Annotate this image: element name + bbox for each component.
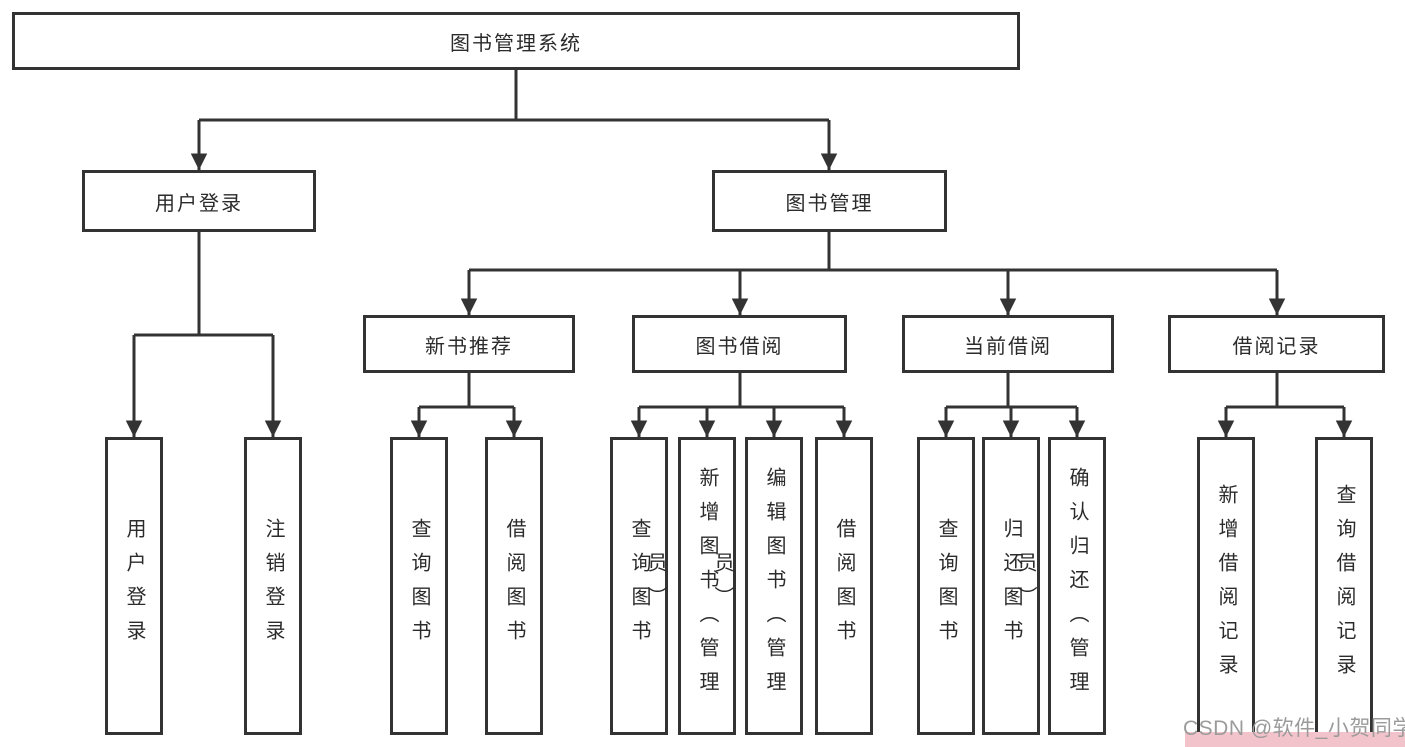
leaf-borrow-books: 借阅图书 bbox=[815, 437, 873, 735]
node-label: 图书管理 bbox=[785, 192, 874, 215]
watermark: CSDN @软件_小贺同学 bbox=[1183, 717, 1405, 740]
leaf-add-borrow-record: 新增借阅记录 bbox=[1197, 437, 1255, 735]
node-current-borrow: 当前借阅 bbox=[902, 315, 1114, 373]
leaf-query-borrow-record: 查询借阅记录 bbox=[1315, 437, 1373, 735]
watermark-background bbox=[1185, 732, 1405, 747]
node-new-book-recommend: 新书推荐 bbox=[363, 315, 575, 373]
node-label: 图书借阅 bbox=[695, 335, 784, 358]
connector-arrows bbox=[125, 70, 1353, 437]
node-label: 新书推荐 bbox=[425, 335, 513, 358]
node-label: 注销登录 bbox=[262, 518, 284, 654]
leaf-query-books-borrow: 查询图书 bbox=[610, 437, 668, 735]
node-label: 图书管理系统 bbox=[450, 32, 582, 55]
leaf-return-books: 归还图书 bbox=[982, 437, 1040, 735]
node-label: 归还图书 bbox=[1000, 518, 1022, 654]
leaf-user-login: 用户登录 bbox=[105, 437, 163, 735]
leaf-edit-books-admin: 编辑图书（管理员） bbox=[711, 437, 803, 735]
leaf-logout: 注销登录 bbox=[244, 437, 302, 735]
node-label: 查询图书 bbox=[408, 518, 430, 654]
node-book-borrow: 图书借阅 bbox=[632, 315, 847, 373]
node-label: 借阅记录 bbox=[1232, 335, 1321, 358]
node-label: 查询借阅记录 bbox=[1333, 484, 1355, 688]
leaf-confirm-return-admin: 确认归还（管理员） bbox=[1014, 437, 1106, 735]
node-user-login: 用户登录 bbox=[82, 170, 316, 232]
node-label: 用户登录 bbox=[155, 192, 243, 215]
node-label: 编辑图书（管理员） bbox=[711, 467, 785, 705]
node-label: 新增借阅记录 bbox=[1215, 484, 1237, 688]
node-label: 新增图书（管理员） bbox=[644, 467, 718, 705]
node-label: 当前借阅 bbox=[964, 335, 1052, 358]
node-label: 查询图书 bbox=[935, 518, 957, 654]
leaf-query-books-recommend: 查询图书 bbox=[390, 437, 448, 735]
node-label: 查询图书 bbox=[628, 518, 650, 654]
node-borrow-records: 借阅记录 bbox=[1168, 315, 1385, 373]
node-book-management: 图书管理 bbox=[712, 170, 947, 232]
leaf-query-books-current: 查询图书 bbox=[917, 437, 975, 735]
leaf-add-books-admin: 新增图书（管理员） bbox=[644, 437, 736, 735]
node-root: 图书管理系统 bbox=[12, 12, 1020, 70]
leaf-borrow-books-recommend: 借阅图书 bbox=[485, 437, 543, 735]
node-label: 用户登录 bbox=[123, 518, 145, 654]
node-label: 借阅图书 bbox=[503, 518, 525, 654]
node-label: 借阅图书 bbox=[833, 518, 855, 654]
node-label: 确认归还（管理员） bbox=[1014, 467, 1088, 705]
